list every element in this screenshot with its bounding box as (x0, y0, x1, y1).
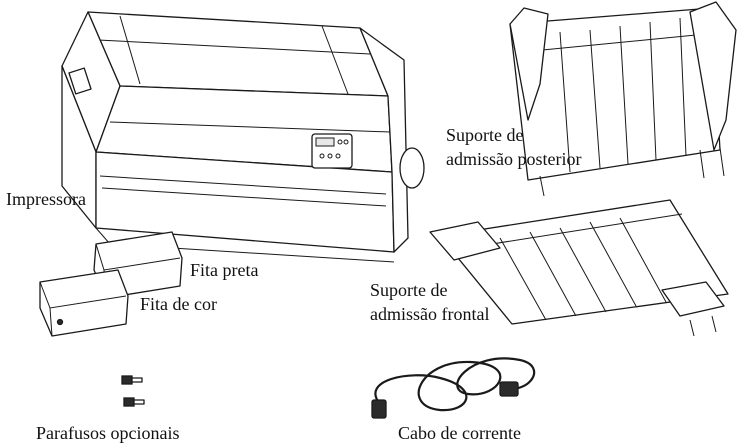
ribbon-cartridges-illustration (39, 231, 183, 337)
rear-support-label-line1: Suporte de (446, 125, 524, 145)
color-ribbon-label: Fita de cor (140, 294, 217, 314)
printer-label: Impressora (6, 189, 86, 209)
front-support-label-line1: Suporte de (370, 280, 448, 300)
rear-paper-support-illustration (509, 1, 737, 197)
rear-support-label-line2: admissão posterior (446, 149, 582, 169)
power-cable-illustration (371, 357, 536, 419)
power-cable-label: Cabo de corrente (398, 423, 521, 443)
front-paper-support-illustration (429, 199, 729, 337)
printer-illustration (61, 11, 425, 263)
screws-label: Parafusos opcionais (36, 423, 180, 443)
front-support-label-line2: admissão frontal (370, 304, 490, 324)
black-ribbon-label: Fita preta (190, 260, 259, 280)
screws-illustration (121, 375, 145, 407)
